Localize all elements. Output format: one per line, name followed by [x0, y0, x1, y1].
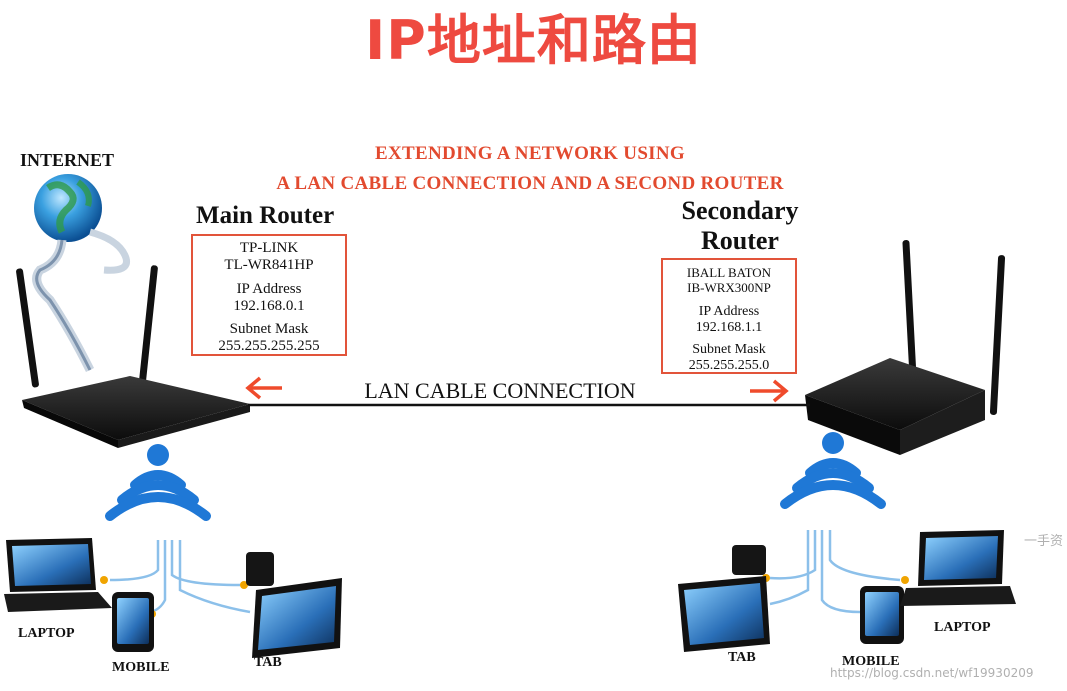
internet-label: INTERNET	[20, 150, 115, 170]
tablet-icon-right	[678, 576, 770, 652]
secondary-router-model-line2: IB-WRX300NP	[687, 279, 771, 295]
left-laptop-label: LAPTOP	[18, 626, 75, 641]
secondary-router-info-box: IBALL BATON IB-WRX300NP IP Address 192.1…	[661, 258, 797, 374]
secondary-router-mask-value: 255.255.255.0	[688, 358, 770, 374]
secondary-router-icon	[805, 240, 1006, 455]
globe-icon	[34, 174, 102, 242]
main-router-model-line2: TL-WR841HP	[224, 257, 314, 274]
secondary-router-heading: Secondary Router	[660, 196, 820, 256]
main-router-ip-label: IP Address	[236, 280, 302, 297]
wifi-icon-left	[105, 444, 211, 521]
mobile-icon-right	[860, 586, 904, 644]
mobile-icon-left	[112, 592, 154, 652]
subtitle-line-2: A LAN CABLE CONNECTION AND A SECOND ROUT…	[276, 173, 784, 194]
left-tab-label: TAB	[254, 655, 282, 670]
main-router-ip-value: 192.168.0.1	[233, 297, 305, 314]
side-watermark: 一手资	[1024, 534, 1064, 549]
router-small-icon-left	[246, 552, 274, 586]
main-router-mask-value: 255.255.255.255	[218, 338, 320, 355]
page-title: IP地址和路由	[365, 9, 702, 72]
secondary-router-heading-line2: Router	[701, 226, 779, 255]
url-watermark: https://blog.csdn.net/wf19930209	[830, 666, 1034, 680]
main-router-model-line1: TP-LINK	[239, 240, 299, 256]
laptop-icon-left	[4, 538, 112, 612]
right-laptop-label: LAPTOP	[934, 620, 991, 635]
secondary-router-ip-label: IP Address	[698, 303, 760, 319]
arrow-right-icon	[750, 379, 789, 403]
secondary-router-model-line1: IBALL BATON	[686, 265, 772, 280]
main-router-heading: Main Router	[196, 202, 335, 229]
main-router-info-box: TP-LINK TL-WR841HP IP Address 192.168.0.…	[191, 234, 347, 356]
subtitle-line-1: EXTENDING A NETWORK USING	[375, 143, 685, 164]
arrow-left-icon	[245, 376, 282, 400]
right-mobile-label: MOBILE	[842, 654, 900, 669]
tablet-icon-left	[252, 578, 342, 658]
router-small-icon-right	[732, 545, 766, 575]
right-tab-label: TAB	[728, 650, 756, 665]
wifi-icon-right	[780, 432, 886, 509]
left-mobile-label: MOBILE	[112, 660, 170, 675]
main-router-mask-label: Subnet Mask	[229, 321, 309, 337]
secondary-router-ip-value: 192.168.1.1	[695, 319, 763, 335]
laptop-icon-right	[900, 530, 1016, 606]
connection-lines-right	[762, 530, 909, 616]
secondary-router-heading-line1: Secondary	[681, 196, 799, 225]
internet-cable-icon	[32, 228, 130, 373]
main-router-icon	[16, 265, 250, 448]
secondary-router-mask-label: Subnet Mask	[692, 342, 766, 358]
lan-cable-label: LAN CABLE CONNECTION	[364, 378, 636, 403]
